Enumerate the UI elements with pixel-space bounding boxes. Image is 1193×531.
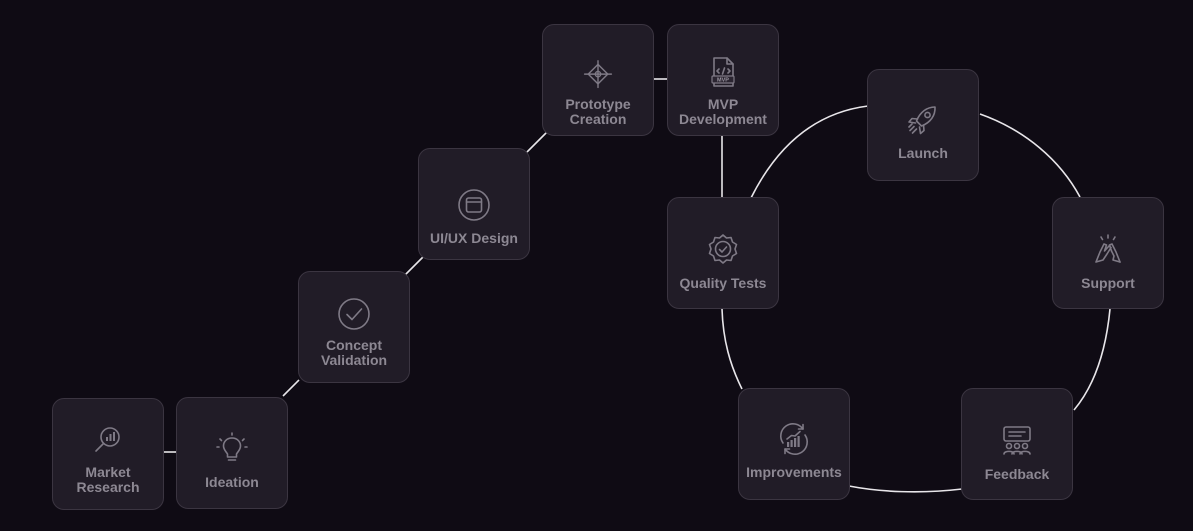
node-label: Feedback: [984, 466, 1050, 482]
check-circle-icon: [338, 298, 370, 330]
magnifier-chart-icon: [95, 427, 120, 452]
node-quality-tests[interactable]: Quality Tests: [667, 197, 779, 309]
node-label: Launch: [898, 145, 948, 161]
vector-node-icon: [583, 60, 613, 89]
node-label: MVP Development: [679, 96, 767, 127]
high-five-icon: [1095, 234, 1121, 263]
cycle-feedback-improvements: [848, 485, 963, 493]
node-improvements[interactable]: Improvements: [738, 388, 850, 500]
node-label: Support: [1081, 275, 1135, 291]
lightbulb-icon: [216, 432, 248, 461]
node-concept-validation[interactable]: Concept Validation: [298, 271, 410, 383]
connector-ideation-validation: [282, 379, 300, 397]
cycle-quality-launch: [750, 105, 869, 199]
node-mvp-development[interactable]: MVP MVP Development: [667, 24, 779, 136]
node-feedback[interactable]: Feedback: [961, 388, 1073, 500]
node-label: Market Research: [76, 464, 140, 495]
connector-design-prototype: [526, 131, 548, 153]
svg-text:MVP: MVP: [717, 78, 729, 84]
node-label: Concept Validation: [320, 337, 388, 368]
growth-cycle-icon: [780, 423, 808, 455]
rocket-icon: [908, 106, 936, 135]
badge-check-icon: [708, 234, 738, 264]
code-file-icon: MVP: [711, 57, 735, 87]
browser-window-icon: [458, 189, 490, 221]
node-market-research[interactable]: Market Research: [52, 398, 164, 510]
cycle-launch-support: [979, 113, 1081, 198]
node-label: Improvements: [746, 464, 842, 480]
node-ideation[interactable]: Ideation: [176, 397, 288, 509]
node-uiux-design[interactable]: UI/UX Design: [418, 148, 530, 260]
node-prototype-creation[interactable]: Prototype Creation: [542, 24, 654, 136]
node-label: Prototype Creation: [565, 96, 631, 127]
node-launch[interactable]: Launch: [867, 69, 979, 181]
node-label: Ideation: [205, 474, 259, 490]
node-label: UI/UX Design: [430, 230, 518, 246]
node-support[interactable]: Support: [1052, 197, 1164, 309]
cycle-support-feedback: [1073, 308, 1111, 411]
node-label: Quality Tests: [679, 275, 767, 291]
cycle-improvements-quality: [721, 308, 743, 390]
connector-validation-design: [404, 256, 424, 276]
feedback-board-icon: [1003, 426, 1031, 455]
